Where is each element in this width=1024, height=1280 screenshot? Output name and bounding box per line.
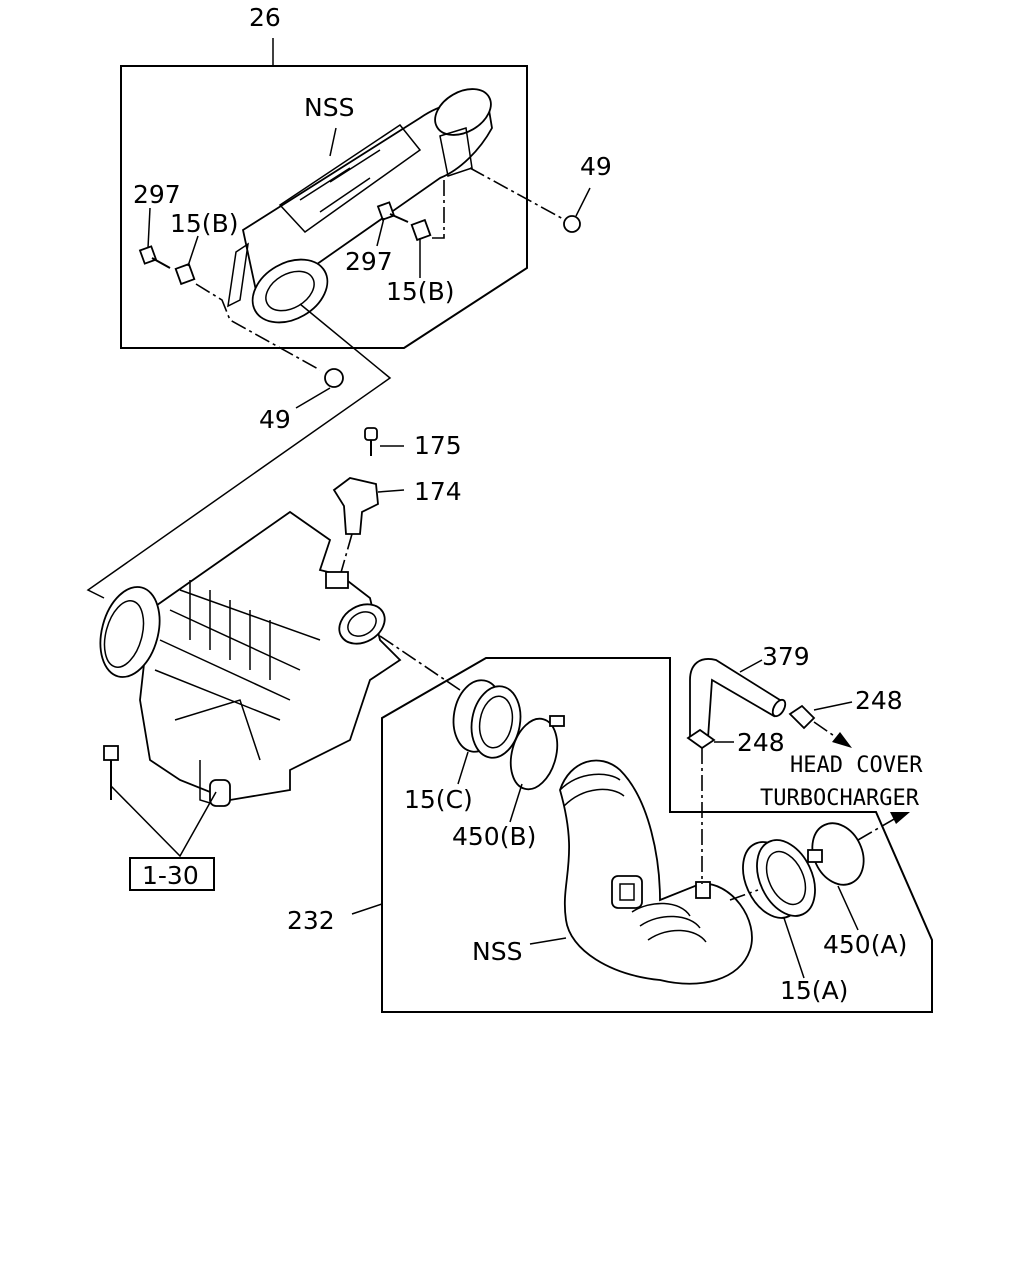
clamp-15c (452, 679, 522, 785)
label-450b: 450(B) (452, 822, 536, 851)
label-49-right: 49 (580, 152, 612, 181)
clip-248-mid (686, 728, 734, 884)
label-nss-bottom: NSS (472, 937, 522, 966)
resonator-duct (227, 88, 493, 324)
air-cleaner-assembly (99, 510, 461, 807)
band-450a (807, 822, 865, 931)
frame-232 (351, 657, 933, 1013)
label-15b-left: 15(B) (170, 209, 238, 238)
arrow-head-cover (813, 721, 852, 748)
arrow-turbocharger (857, 812, 910, 841)
clamp-15a (742, 839, 816, 979)
label-379: 379 (762, 642, 810, 671)
label-232: 232 (287, 906, 335, 935)
intake-hose (529, 759, 753, 985)
nut-49-right (563, 187, 591, 233)
bolt-297-mid (376, 201, 409, 247)
label-head-cover: HEAD COVER (790, 753, 923, 778)
nut-15b-left (174, 235, 199, 286)
label-1-30: 1-30 (142, 861, 199, 890)
bolt-1-30 (103, 745, 217, 891)
label-175: 175 (414, 431, 462, 460)
sensor-174 (332, 477, 405, 577)
label-174: 174 (414, 477, 462, 506)
label-248-mid: 248 (737, 728, 785, 757)
label-nss-top: NSS (304, 93, 354, 122)
nut-49-left (295, 368, 344, 409)
clip-248-right (788, 701, 853, 730)
screw-175 (364, 427, 404, 456)
label-248-right: 248 (855, 686, 903, 715)
label-26: 26 (249, 3, 281, 32)
label-15b-mid: 15(B) (386, 277, 454, 306)
label-297-left: 297 (133, 180, 181, 209)
label-450a: 450(A) (823, 930, 907, 959)
bolt-297-left (138, 207, 171, 269)
label-297-mid: 297 (345, 247, 393, 276)
label-49-left: 49 (259, 405, 291, 434)
frame-26 (120, 38, 528, 349)
label-15c: 15(C) (404, 785, 473, 814)
nut-15b-mid (410, 218, 432, 278)
hose-379 (689, 658, 787, 739)
label-15a: 15(A) (780, 976, 848, 1005)
label-turbocharger: TURBOCHARGER (760, 786, 920, 811)
band-450b (509, 715, 565, 823)
